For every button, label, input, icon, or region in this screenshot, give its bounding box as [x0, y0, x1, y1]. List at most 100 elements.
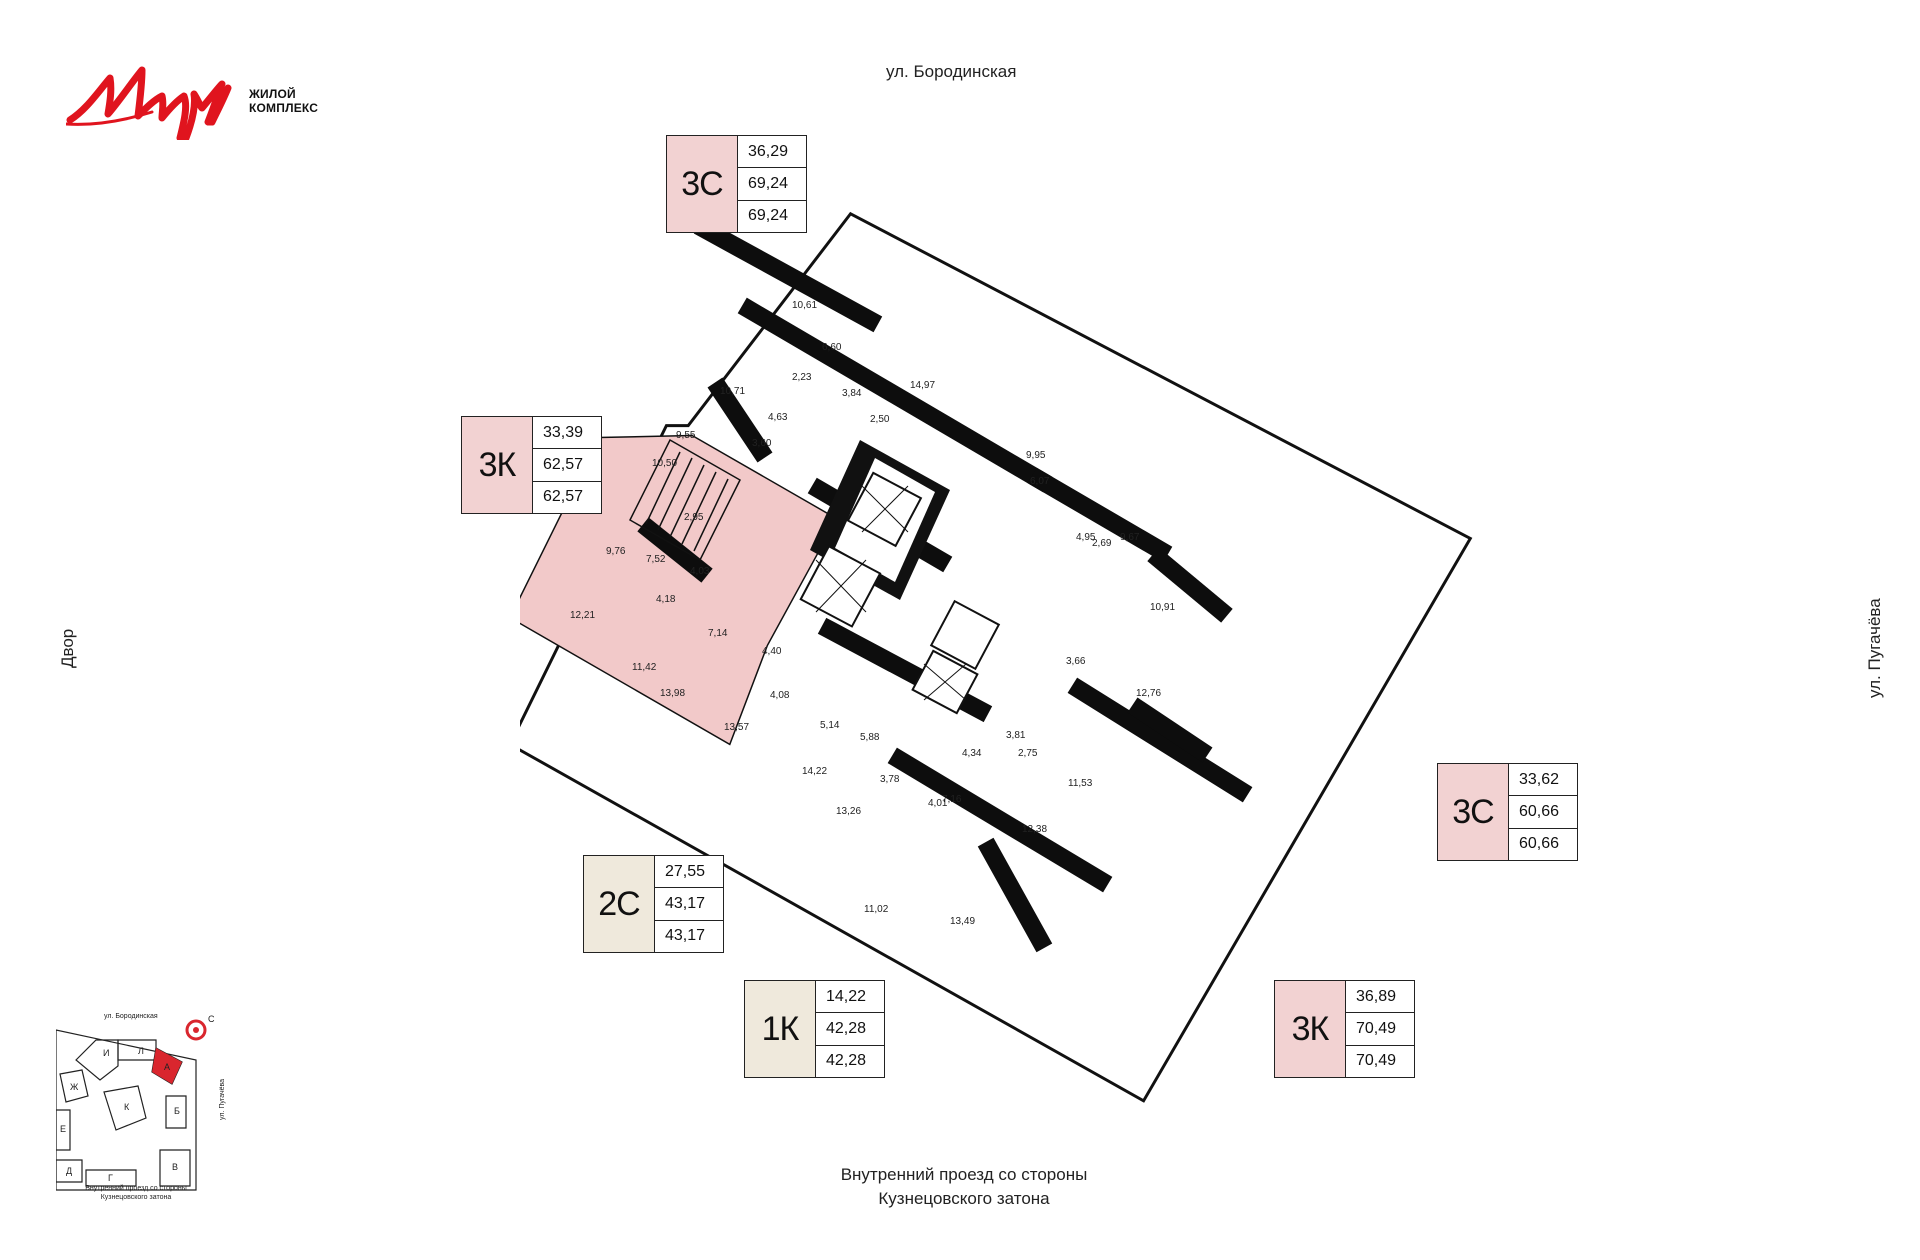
living-area: 33,62: [1509, 764, 1577, 797]
logo-line1: ЖИЛОЙ: [249, 87, 296, 101]
apartment-type: 3С: [1438, 764, 1509, 860]
room-area-label: 2,23: [792, 372, 812, 383]
site-key-map: ул. Бородинская ул. Пугачёва С И Л Ж А К…: [56, 1013, 226, 1191]
room-area-label: 3,78: [880, 774, 900, 785]
apartment-card-1k[interactable]: 1К 14,22 42,28 42,28: [744, 980, 885, 1078]
apartment-card-3c-right[interactable]: 3С 33,62 60,66 60,66: [1437, 763, 1578, 861]
room-area-label: 3,81: [1006, 730, 1026, 741]
room-area-label: 4,01: [928, 798, 948, 809]
room-area-label: 4,08: [770, 690, 790, 701]
total-area: 70,49: [1346, 1013, 1414, 1046]
street-bottom-line1: Внутренний проезд со стороны: [840, 1165, 1088, 1184]
room-area-label: 2,50: [870, 414, 890, 425]
street-label-right: ул. Пугачёва: [1865, 598, 1884, 698]
room-area-label: 2,75: [1018, 748, 1038, 759]
room-area-label: 9,67: [1120, 532, 1140, 543]
keymap-section-label: А: [164, 1062, 170, 1072]
keymap-section-label: Е: [60, 1124, 66, 1134]
room-area-label: 12,21: [570, 610, 595, 621]
room-area-label: 10,71: [720, 386, 745, 397]
core-shafts: [799, 440, 1001, 715]
total-area-with-balcony: 42,28: [826, 1052, 867, 1070]
room-area-label: 13,98: [660, 688, 685, 699]
room-area-label: 3,60: [752, 438, 772, 449]
room-area-label: 2,95: [684, 512, 704, 523]
apartment-card-3k-bottom[interactable]: 3К 36,89 70,49 70,49: [1274, 980, 1415, 1078]
street-label-left: Двор: [58, 628, 77, 668]
street-label-top: ул. Бородинская: [886, 62, 1017, 81]
compass-north-label: С: [208, 1014, 215, 1024]
room-area-label: 6,07: [1030, 476, 1050, 487]
street-bottom-line2: Кузнецовского затона: [878, 1189, 1050, 1208]
room-area-labels: 10,61 6,60 2,23 3,84 14,97 10,71 4,63 3,60 2,50 9…: [570, 300, 1175, 927]
room-area-label: 4,63: [768, 412, 788, 423]
keymap-caption-line2: Кузнецовского затона: [100, 1194, 172, 1201]
room-area-label: 10,91: [1150, 602, 1175, 613]
room-area-label: 12,76: [1136, 688, 1161, 699]
keymap-section-label: Ж: [70, 1082, 79, 1092]
apartment-type: 3С: [667, 136, 738, 232]
keymap-blocks: [56, 1029, 197, 1191]
apartment-card-3k-left[interactable]: 3К 33,39 62,57 62,57: [461, 416, 602, 514]
total-area-with-balcony: 62,57: [543, 488, 584, 506]
floor-plan: 10,61 6,60 2,23 3,84 14,97 10,71 4,63 3,60 2,50 9…: [520, 211, 1473, 1103]
living-area: 36,29: [738, 136, 806, 169]
keymap-street-right: ул. Пугачёва: [219, 1079, 226, 1120]
room-area-label: 10,50: [652, 458, 677, 469]
total-area-with-balcony: 43,17: [665, 927, 706, 945]
living-area: 27,55: [655, 856, 723, 889]
room-area-label: 13,26: [836, 806, 861, 817]
living-area: 14,22: [816, 981, 884, 1014]
keymap-street-top: ул. Бородинская: [104, 1013, 158, 1020]
keymap-current-section[interactable]: [152, 1048, 182, 1084]
room-area-label: 12,38: [1022, 824, 1047, 835]
room-area-label: 11,02: [864, 904, 889, 915]
keymap-section-label: Л: [138, 1046, 144, 1056]
room-area-label: 11,42: [632, 662, 657, 673]
room-area-label: 4,03: [690, 566, 710, 577]
apartment-type: 3К: [462, 417, 533, 513]
room-area-label: 7,14: [708, 628, 728, 639]
keymap-caption-line1: Внутренний проезд со стороны: [85, 1185, 187, 1192]
room-area-label: 4,18: [656, 594, 676, 605]
room-area-label: 13,49: [950, 916, 975, 927]
room-area-label: 11,53: [1068, 778, 1093, 789]
apartment-type: 2С: [584, 856, 655, 952]
keymap-section-label: Д: [66, 1166, 72, 1176]
room-area-label: 5,14: [820, 720, 840, 731]
room-area-label: 3,84: [842, 388, 862, 399]
living-area: 36,89: [1346, 981, 1414, 1014]
street-label-bottom: Внутренний проезд со стороны Кузнецовско…: [814, 1163, 1114, 1211]
apartment-type: 1К: [745, 981, 816, 1077]
room-area-label: 4,34: [962, 748, 982, 759]
total-area: 62,57: [533, 449, 601, 482]
room-area-label: 4,95: [1076, 532, 1096, 543]
apartment-card-2c[interactable]: 2С 27,55 43,17 43,17: [583, 855, 724, 953]
room-area-label: 9,55: [676, 430, 696, 441]
room-area-label: 5,88: [860, 732, 880, 743]
total-area: 42,28: [816, 1013, 884, 1046]
walls: [637, 217, 1253, 953]
room-area-label: 9,76: [606, 546, 626, 557]
keymap-section-label: И: [103, 1048, 109, 1058]
room-area-label: 14,97: [910, 380, 935, 391]
room-area-label: 3,66: [1066, 656, 1086, 667]
room-area-label: 7,16: [942, 794, 962, 805]
keymap-section-label: В: [172, 1162, 178, 1172]
apartment-type: 3К: [1275, 981, 1346, 1077]
keymap-caption: Внутренний проезд со стороны Кузнецовско…: [76, 1184, 196, 1202]
room-area-label: 4,40: [762, 646, 782, 657]
total-area-with-balcony: 70,49: [1356, 1052, 1397, 1070]
room-area-label: 6,60: [822, 342, 842, 353]
keymap-section-label: Г: [108, 1173, 113, 1183]
room-area-label: 10,61: [792, 300, 817, 311]
room-area-label: 13,57: [724, 722, 749, 733]
total-area-with-balcony: 69,24: [748, 207, 789, 225]
total-area: 60,66: [1509, 796, 1577, 829]
total-area: 43,17: [655, 888, 723, 921]
mir-logo-mark: [64, 66, 232, 142]
logo-line2: КОМПЛЕКС: [249, 101, 319, 115]
room-area-label: 2,69: [1092, 538, 1112, 549]
logo: ЖИЛОЙ КОМПЛЕКС: [64, 60, 326, 160]
apartment-card-3c-top[interactable]: 3С 36,29 69,24 69,24: [666, 135, 807, 233]
